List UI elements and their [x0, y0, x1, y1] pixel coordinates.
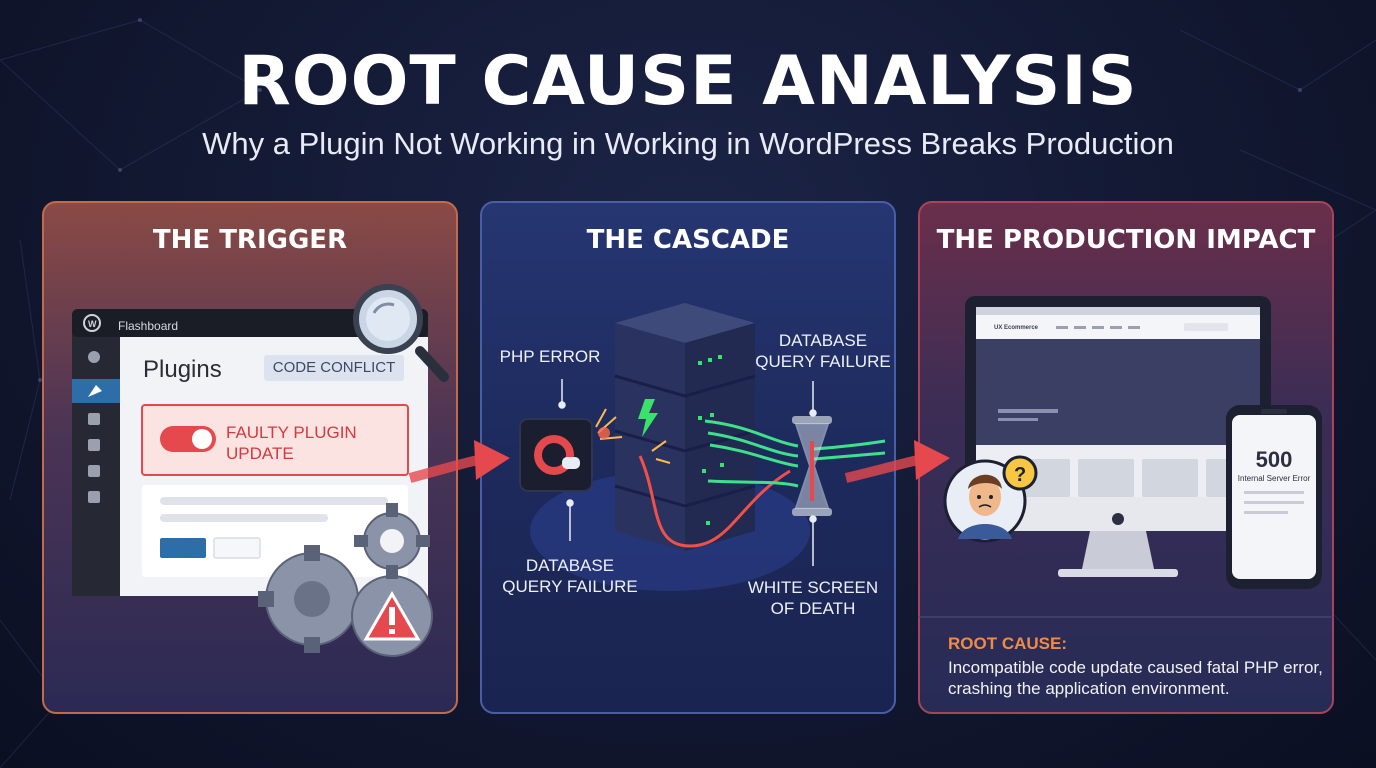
- root-cause-text: Incompatible code update caused fatal PH…: [948, 658, 1323, 698]
- root-cause-label: ROOT CAUSE:: [948, 634, 1067, 653]
- comments-icon[interactable]: [88, 465, 100, 477]
- data-flow-lines: [638, 419, 886, 548]
- lightning-bolt-icon: [638, 399, 658, 437]
- faulty-plugin-line1: FAULTY PLUGIN: [226, 423, 357, 442]
- db-failure-bottom-line1: DATABASE: [525, 556, 615, 575]
- php-error-label: PHP ERROR: [499, 347, 601, 366]
- faulty-plugin-label: FAULTY PLUGIN UPDATE: [226, 422, 357, 464]
- code-conflict-badge: CODE CONFLICT: [264, 355, 404, 381]
- hourglass-icon: [792, 416, 832, 516]
- db-failure-top-line1: DATABASE: [778, 331, 868, 350]
- phone-icon: [1226, 405, 1322, 589]
- plugins-heading: Plugins: [143, 356, 222, 383]
- broken-gear-icon: [534, 435, 574, 475]
- db-failure-top-line2: QUERY FAILURE: [755, 352, 891, 371]
- wsod-label: WHITE SCREEN OF DEATH: [738, 577, 888, 619]
- gears-icon: [258, 503, 433, 657]
- confused-user-avatar: [943, 459, 1027, 543]
- impact-title: THE PRODUCTION IMPACT: [936, 225, 1316, 255]
- cascade-illustration: [519, 303, 886, 591]
- monitor-icon: [965, 296, 1271, 577]
- plugin-primary-button[interactable]: [160, 538, 206, 558]
- error-text: Internal Server Error: [1237, 474, 1311, 483]
- faulty-plugin-line2: UPDATE: [226, 444, 294, 463]
- question-bubble-icon: ?: [1002, 455, 1038, 491]
- site-logo: UX Ecommerce: [994, 325, 1039, 331]
- pin-icon: [88, 385, 102, 397]
- site-search-box: [1184, 323, 1228, 331]
- page-title: ROOT CAUSE ANALYSIS: [238, 42, 1138, 121]
- callout-lines: [558, 379, 817, 566]
- cascade-title: THE CASCADE: [586, 225, 790, 255]
- tools-icon[interactable]: [88, 491, 100, 503]
- dashboard-label: Flashboard: [118, 319, 179, 333]
- faulty-plugin-row[interactable]: [141, 404, 409, 476]
- server-rack-icon: [614, 303, 756, 551]
- page-subtitle: Why a Plugin Not Working in Working in W…: [202, 126, 1174, 161]
- db-failure-top-label: DATABASE QUERY FAILURE: [748, 330, 898, 372]
- wsod-line1: WHITE SCREEN: [747, 578, 879, 597]
- error-code: 500: [1255, 447, 1293, 472]
- pages-icon[interactable]: [88, 439, 100, 451]
- magnifier-icon: [353, 284, 449, 382]
- trigger-title: THE TRIGGER: [152, 225, 348, 255]
- plugin-secondary-button[interactable]: [213, 537, 261, 559]
- db-failure-bottom-label: DATABASE QUERY FAILURE: [495, 555, 645, 597]
- impact-illustration: ?: [918, 296, 1334, 618]
- php-error-box: [519, 418, 593, 492]
- svg-text:W: W: [88, 319, 97, 329]
- wsod-line2: OF DEATH: [770, 599, 856, 618]
- svg-text:?: ?: [1014, 464, 1026, 486]
- media-icon[interactable]: [88, 413, 100, 425]
- root-cause-box: ROOT CAUSE: Incompatible code update cau…: [948, 633, 1328, 699]
- wordpress-logo-icon: [83, 314, 101, 332]
- db-failure-bottom-line2: QUERY FAILURE: [502, 577, 638, 596]
- dashboard-icon[interactable]: [88, 351, 100, 363]
